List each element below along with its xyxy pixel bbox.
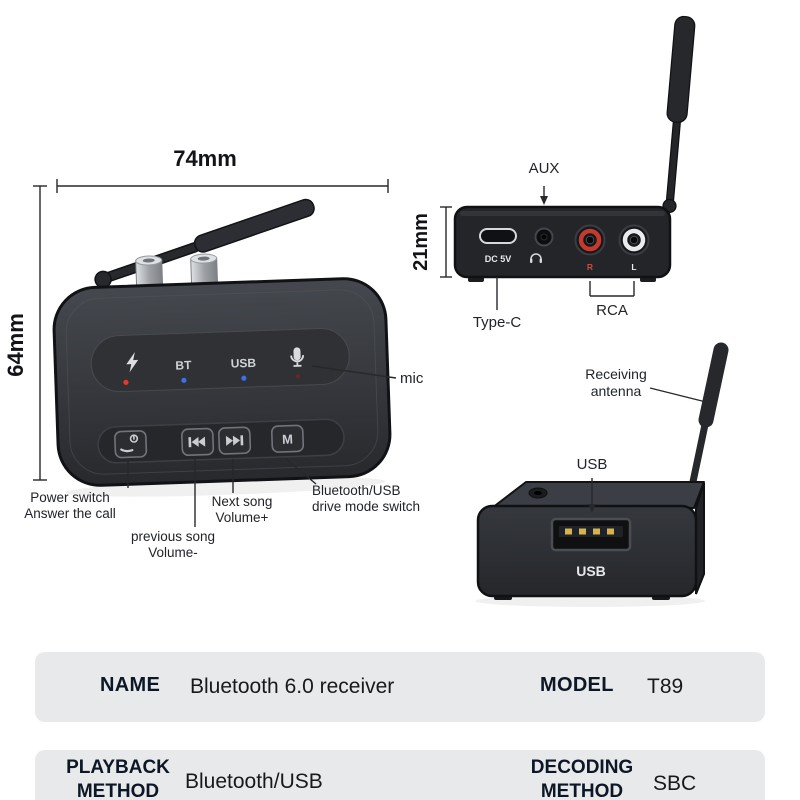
dim-21mm-label: 21mm xyxy=(410,213,432,271)
type-c-label: Type-C xyxy=(472,314,522,331)
model-key: MODEL xyxy=(540,674,614,696)
mode-button xyxy=(270,424,305,453)
previous-callout: previous song Volume- xyxy=(118,529,228,561)
power-callout: Power switch Answer the call xyxy=(8,490,132,522)
decoding-key-line1: DECODING xyxy=(530,757,634,778)
power-call-button xyxy=(114,430,148,459)
usb-led xyxy=(241,375,247,381)
front-device-inner-line xyxy=(65,289,379,475)
name-value: Bluetooth 6.0 receiver xyxy=(190,675,395,698)
name-key: NAME xyxy=(100,674,161,696)
aux-label: AUX xyxy=(528,160,560,177)
usb-arrow xyxy=(588,478,596,513)
mic-leader xyxy=(311,365,397,379)
receiving-antenna-line2: antenna xyxy=(590,383,642,399)
charge-led xyxy=(123,379,129,385)
receiving-antenna-label: Receiving antenna xyxy=(580,366,652,400)
back-top-highlight xyxy=(460,211,665,216)
receiving-antenna-line1: Receiving xyxy=(585,366,647,382)
rca-r-print: R xyxy=(587,262,593,272)
decoding-key: DECODING METHOD xyxy=(517,756,647,800)
playback-key-line1: PLAYBACK xyxy=(66,757,170,778)
previous-callout-line2: Volume- xyxy=(148,545,198,560)
rca-l-print: L xyxy=(631,262,636,272)
mode-callout: Bluetooth/USB drive mode switch xyxy=(312,483,442,515)
dim-64mm-label: 64mm xyxy=(3,313,28,377)
type-c-print: DC 5V xyxy=(485,254,512,264)
rca-white-ring xyxy=(622,228,646,252)
perspective-top-face xyxy=(491,481,705,509)
usb-print: USB xyxy=(576,563,606,579)
rca-white-hole xyxy=(629,235,639,245)
annotation-lines xyxy=(33,179,707,527)
mode-callout-line2: drive mode switch xyxy=(312,499,421,514)
spec-row-name-model: NAME Bluetooth 6.0 receiver MODEL T89 xyxy=(35,652,765,722)
front-rca-plugs xyxy=(135,253,219,292)
headphone-icon xyxy=(530,253,542,263)
charge-lightning-icon xyxy=(126,352,139,373)
model-value: T89 xyxy=(647,675,684,698)
usb-callout-label: USB xyxy=(576,456,608,473)
next-callout-line1: Next song xyxy=(211,494,273,509)
back-device-body xyxy=(453,205,672,279)
top-jack-hole xyxy=(534,491,542,495)
back-device-illustration: DC 5V R L xyxy=(453,15,696,282)
rca-bracket xyxy=(589,281,635,297)
playback-key: PLAYBACK METHOD xyxy=(53,756,183,800)
perspective-shadow xyxy=(475,595,705,607)
type-c-port xyxy=(479,228,517,244)
mode-callout-line1: Bluetooth/USB xyxy=(312,483,401,498)
spec-row-playback-decoding: PLAYBACK METHOD Bluetooth/USB DECODING M… xyxy=(35,750,765,800)
mode-leader xyxy=(285,458,317,485)
mic-icon xyxy=(290,347,305,367)
usb-port-pins xyxy=(565,528,614,535)
next-callout: Next song Volume+ xyxy=(200,494,284,526)
aux-jack-hole xyxy=(540,233,548,241)
bt-indicator-label: BT xyxy=(175,358,192,373)
front-icon-pill xyxy=(90,328,350,393)
aux-arrow xyxy=(540,186,548,205)
mic-label: mic xyxy=(400,370,424,387)
rca-label: RCA xyxy=(596,302,628,319)
usb-indicator-label: USB xyxy=(230,356,256,371)
receiving-antenna-leader xyxy=(649,387,707,403)
back-antenna xyxy=(662,15,696,214)
power-callout-line1: Power switch xyxy=(30,490,110,505)
playback-value: Bluetooth/USB xyxy=(185,770,323,793)
previous-callout-line1: previous song xyxy=(130,529,216,544)
next-callout-line2: Volume+ xyxy=(215,510,269,525)
mic-led xyxy=(295,374,300,379)
perspective-device-illustration: USB xyxy=(475,342,729,607)
previous-track-icon xyxy=(188,436,206,448)
dim-21mm-line xyxy=(440,206,452,278)
mode-button-label: M xyxy=(282,432,293,447)
dim-74mm-label: 74mm xyxy=(173,146,237,171)
dim-74mm-line xyxy=(56,179,389,193)
decoding-key-line2: METHOD xyxy=(540,781,624,800)
power-callout-line2: Answer the call xyxy=(24,506,116,521)
front-device-illustration: BT USB xyxy=(52,198,392,497)
dim-64mm-line xyxy=(33,185,47,481)
playback-key-line2: METHOD xyxy=(76,781,160,800)
phone-power-icon xyxy=(120,434,139,453)
next-track-icon xyxy=(225,435,244,446)
rca-red-ring xyxy=(578,228,602,252)
decoding-value: SBC xyxy=(653,772,697,795)
bt-led xyxy=(181,377,187,383)
rca-red-hole xyxy=(585,235,595,245)
front-device-shadow xyxy=(65,477,386,497)
